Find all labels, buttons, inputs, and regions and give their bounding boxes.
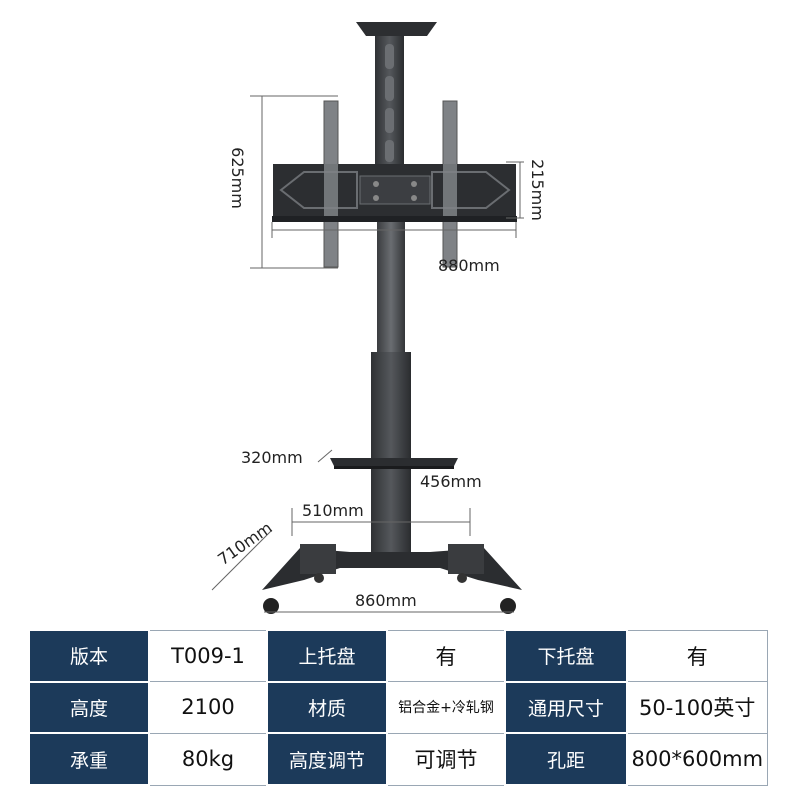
spec-key: 孔距 [504, 732, 628, 786]
spec-row: 高度 2100 材质 铝合金+冷轧钢 通用尺寸 50-100英寸 [28, 680, 768, 735]
spec-value: T009-1 [148, 629, 268, 683]
dim-width-plate: 880mm [438, 256, 500, 275]
shelf [330, 458, 458, 466]
rear-left-caster [314, 573, 324, 583]
spec-key: 材质 [266, 680, 388, 735]
spec-key: 高度 [28, 680, 150, 735]
dim-height-bracket: 625mm [228, 147, 247, 209]
spec-table: 版本 T009-1 上托盘 有 下托盘 有 高度 2100 材质 铝合金+冷轧钢… [28, 629, 768, 786]
dim-depth-shelf: 320mm [241, 448, 303, 467]
spec-row: 承重 80kg 高度调节 可调节 孔距 800*600mm [28, 732, 768, 786]
dim-width-shelf: 456mm [420, 472, 482, 491]
spec-key: 高度调节 [266, 732, 388, 786]
spec-value: 2100 [148, 681, 268, 734]
top-cap [356, 22, 437, 36]
spec-key: 通用尺寸 [504, 680, 628, 735]
spec-value: 可调节 [386, 732, 506, 786]
main-column [377, 222, 405, 352]
spec-value: 800*600mm [626, 732, 768, 786]
spec-value: 有 [626, 629, 768, 683]
product-figure: 625mm 215mm 880mm 320mm 456mm 510mm 710m… [211, 22, 547, 614]
rear-right-caster [457, 573, 467, 583]
spec-key: 承重 [28, 732, 150, 786]
spec-value: 铝合金+冷轧钢 [386, 681, 506, 734]
spec-key: 版本 [28, 629, 150, 683]
spec-value: 80kg [148, 732, 268, 786]
front-right-caster [500, 598, 516, 614]
dim-width-base-inner: 510mm [302, 501, 364, 520]
spec-key: 上托盘 [266, 629, 388, 683]
dim-height-plate: 215mm [528, 159, 547, 221]
dim-width-base: 860mm [355, 591, 417, 610]
lower-column [371, 352, 411, 552]
spec-value: 50-100英寸 [626, 681, 768, 734]
front-left-caster [263, 598, 279, 614]
dim-depth-base: 710mm [214, 518, 275, 569]
spec-key: 下托盘 [504, 629, 628, 683]
spec-value: 有 [386, 629, 506, 683]
dimension-lines [211, 95, 524, 613]
spec-row: 版本 T009-1 上托盘 有 下托盘 有 [28, 629, 768, 683]
tv-stand-illustration: 625mm 215mm 880mm 320mm 456mm 510mm 710m… [211, 22, 547, 614]
